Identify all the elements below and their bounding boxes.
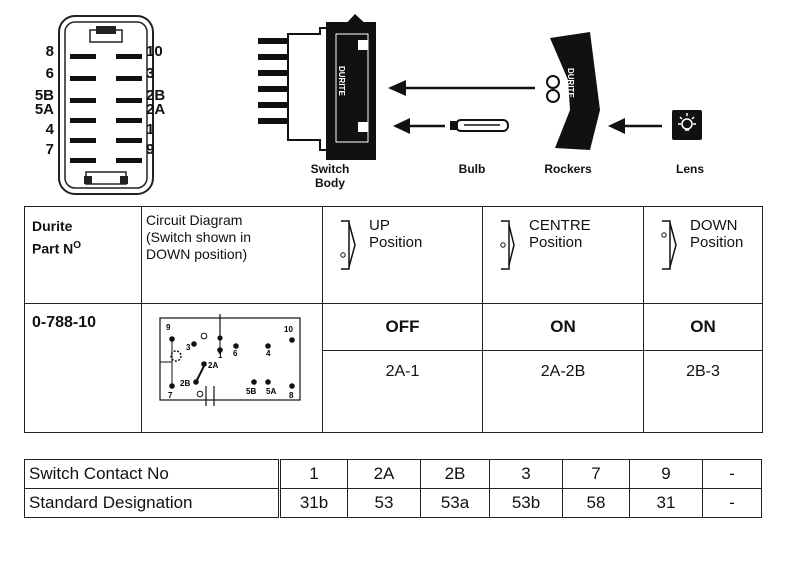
assembly-arrow-rocker [388,80,535,96]
row-label: Switch Contact No [24,459,281,489]
circuit-label: 7 [168,391,173,400]
pin-label: 5B [34,87,54,104]
brand-mark-rocker: DURITE [566,68,575,98]
part-number: 0-788-10 [32,314,97,331]
table-cell: 58 [562,488,630,518]
table-cell: 2A [347,459,421,489]
circuit-header-cell: Circuit Diagram (Switch shown in DOWN po… [141,206,323,304]
rocker-centre-icon [500,220,515,270]
circuit-label: 1 [218,351,223,360]
table-cell: 53b [489,488,563,518]
part-header-cell: Durite Part NO [24,206,142,304]
pin-label: 6 [45,65,54,82]
brand-mark-body: DURITE [337,66,346,96]
table-cell: - [702,488,762,518]
table-cell: 3 [489,459,563,489]
table-row: Switch Contact No 1 2A 2B 3 7 9 - [24,459,762,489]
connection-down: 2B-3 [643,350,763,433]
switch-function-table: Durite Part NO Circuit Diagram (Switch s… [24,206,763,433]
circuit-label: 3 [186,343,191,352]
circuit-label: 6 [233,349,238,358]
lens-icon [672,110,702,140]
caption-bulb: Bulb [458,162,486,176]
table-cell: - [702,459,762,489]
table-cell: 9 [629,459,703,489]
table-cell: 31b [279,488,348,518]
down-position-cell: DOWN Position [643,206,763,304]
pin-label: 2A [146,101,166,118]
part-number-cell: 0-788-10 [24,303,142,433]
circuit-diagram-cell: 9 3 1 6 4 10 2A 2B 7 [141,303,323,433]
circuit-label: 5B [246,387,256,396]
circuit-label: 2A [208,361,218,370]
circuit-label: 2B [180,379,190,388]
pin-label: 7 [45,141,54,158]
pin-label: 1 [146,121,155,138]
exploded-view: DURITE DURITE [258,14,702,160]
designation-table: Switch Contact No 1 2A 2B 3 7 9 - Standa… [24,459,762,518]
row-label: Standard Designation [24,488,281,518]
table-cell: 53a [420,488,490,518]
connection-centre: 2A-2B [482,350,644,433]
caption-switch-body: Switch Body [310,162,350,190]
centre-position-label: CENTRE Position [529,217,591,251]
pin-label: 3 [146,65,155,82]
pin-label: 4 [45,121,54,138]
rocker-down-icon [661,220,677,270]
bulb-icon [450,119,509,132]
connector-outline [58,15,154,195]
circuit-label: 10 [284,325,293,334]
circuit-diagram: 9 3 1 6 4 10 2A 2B 7 [159,314,301,406]
centre-position-cell: CENTRE Position [482,206,644,304]
rocker-up-icon [340,220,356,270]
pin-label-right-group: 10 3 2B 2A 1 9 [146,44,176,162]
up-position-label: UP Position [369,217,423,251]
caption-lens: Lens [675,162,704,176]
pin-label: 5A [34,101,54,118]
assembly-arrow-bulb [393,118,445,134]
table-cell: 2B [420,459,490,489]
caption-rockers: Rockers [544,162,592,176]
switch-terminals [258,38,288,124]
pin-label: 8 [45,43,54,60]
circuit-header: Circuit Diagram (Switch shown in DOWN po… [146,212,252,262]
circuit-label: 9 [166,323,171,332]
table-cell: 53 [347,488,421,518]
connection-up: 2A-1 [322,350,483,433]
assembly-arrow-lens [608,118,662,134]
table-cell: 31 [629,488,703,518]
circuit-label: 5A [266,387,276,396]
state-up: OFF [322,303,483,351]
pin-label: 9 [146,141,155,158]
pin-label: 10 [146,43,163,60]
state-centre: ON [482,303,644,351]
table-cell: 1 [279,459,348,489]
table-cell: 7 [562,459,630,489]
pin-label-left-group: 8 6 5B 5A 4 7 [28,44,54,162]
down-position-label: DOWN Position [690,217,744,251]
part-header: Durite Part NO [32,218,82,257]
table-row: Standard Designation 31b 53 53a 53b 58 3… [24,488,762,518]
connector-diagram [56,14,156,197]
circuit-label: 4 [266,349,271,358]
circuit-label: 8 [289,391,294,400]
up-position-cell: UP Position [322,206,483,304]
pin-label: 2B [146,87,166,104]
state-down: ON [643,303,763,351]
rocker [550,32,600,150]
